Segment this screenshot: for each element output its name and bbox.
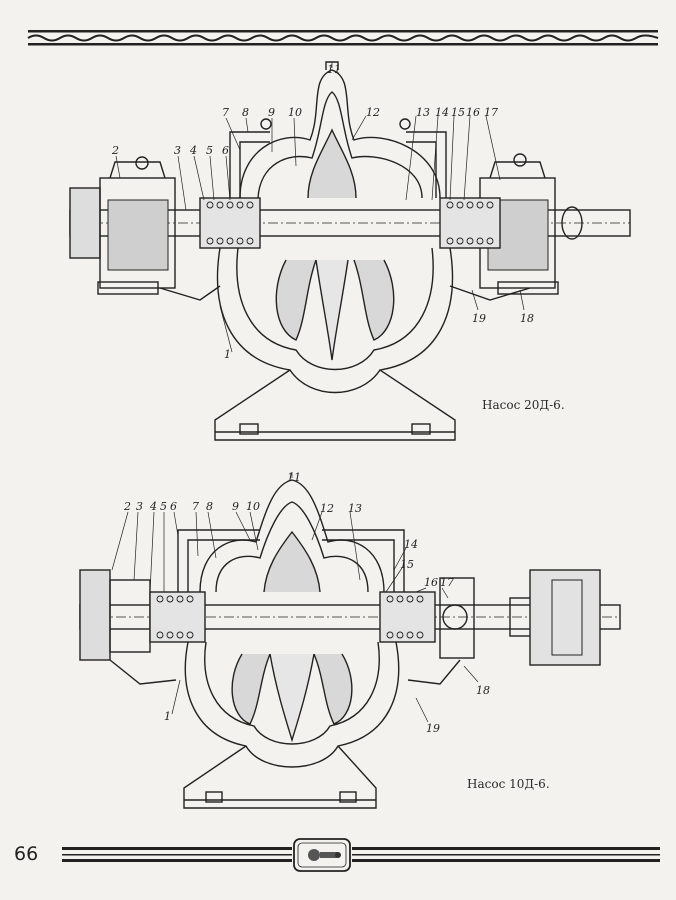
- callout-5: 5: [160, 500, 167, 513]
- callout-11: 11: [327, 63, 341, 76]
- callout-16: 16: [424, 576, 438, 589]
- callout-3: 3: [136, 500, 143, 513]
- callout-17: 17: [484, 106, 498, 119]
- callout-1: 1: [164, 710, 171, 723]
- callout-7: 7: [192, 500, 199, 513]
- callout-16: 16: [466, 106, 480, 119]
- pump-10d6-drawing: 11 12 13 14 15 16 17 2 3 4 5 6 7 8 9 10 …: [79, 471, 621, 809]
- callout-9: 9: [268, 106, 275, 119]
- callout-6: 6: [222, 144, 229, 157]
- figure-caption-10d6: Насос 10Д-6.: [467, 777, 550, 791]
- callout-6: 6: [170, 500, 177, 513]
- callout-10: 10: [288, 106, 302, 119]
- callout-3: 3: [174, 144, 181, 157]
- callout-1: 1: [224, 348, 231, 361]
- pump-emblem-icon: [293, 838, 351, 872]
- figure-caption-20d6: Насос 20Д-6.: [482, 398, 565, 412]
- callout-18: 18: [520, 312, 534, 325]
- callout-8: 8: [206, 500, 213, 513]
- callout-15: 15: [451, 106, 465, 119]
- callout-4: 4: [189, 144, 197, 157]
- callout-19: 19: [426, 722, 440, 735]
- callout-19: 19: [472, 312, 486, 325]
- callout-2: 2: [123, 500, 131, 513]
- callout-13: 13: [348, 502, 362, 515]
- callout-13: 13: [416, 106, 430, 119]
- callout-8: 8: [242, 106, 249, 119]
- pump-20d6-drawing: 11 12 13 14 15 16 17 7 8 9 10 2 3 4 5 6 …: [69, 61, 631, 441]
- callout-14: 14: [435, 106, 449, 119]
- callout-12: 12: [320, 502, 334, 515]
- callout-14: 14: [404, 538, 418, 551]
- callout-4: 4: [149, 500, 157, 513]
- callout-15: 15: [400, 558, 414, 571]
- callout-7: 7: [222, 106, 229, 119]
- callout-12: 12: [366, 106, 380, 119]
- callout-10: 10: [246, 500, 260, 513]
- top-decorative-rule: [27, 30, 659, 46]
- callout-9: 9: [232, 500, 239, 513]
- callout-17: 17: [440, 576, 454, 589]
- callout-11: 11: [287, 471, 301, 484]
- page-number: 66: [14, 843, 39, 865]
- callout-18: 18: [476, 684, 490, 697]
- callout-5: 5: [206, 144, 213, 157]
- callout-2: 2: [111, 144, 119, 157]
- bottom-decorative-rule: [62, 838, 660, 872]
